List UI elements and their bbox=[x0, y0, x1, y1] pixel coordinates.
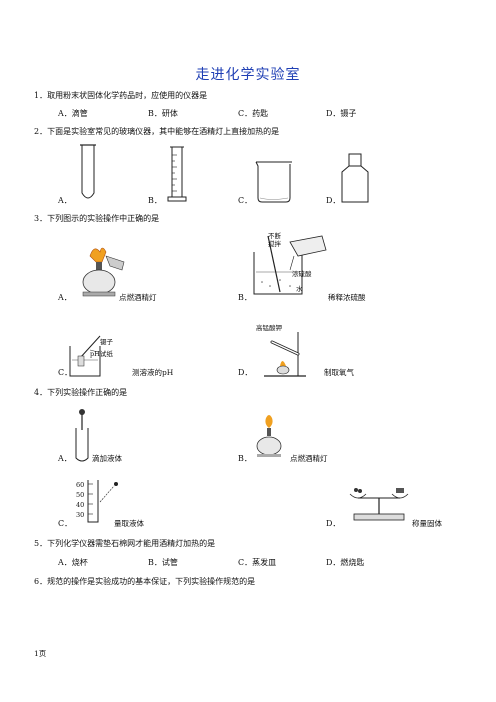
page-number: 1页 bbox=[34, 649, 47, 658]
alcohol-lamp-icon bbox=[256, 415, 282, 457]
q3-b-label-stir-2: 搅拌 bbox=[268, 240, 281, 248]
q3-c-label-ph-paper: pH试纸 bbox=[90, 350, 113, 358]
q5-option-a: A．烧杯 bbox=[58, 558, 88, 567]
q1-option-d: D．镊子 bbox=[326, 109, 357, 118]
question-3-stem: 3．下列图示的实验操作中正确的是 bbox=[34, 214, 160, 223]
q3-d-caption: 制取氧气 bbox=[324, 368, 354, 377]
q3-d-label-kmno4: 高锰酸钾 bbox=[256, 324, 282, 332]
q4-d-caption: 称量固体 bbox=[412, 519, 442, 528]
question-2-stem: 2．下面是实验室常见的玻璃仪器，其中能够在酒精灯上直接加热的是 bbox=[34, 127, 280, 136]
q4-option-c: C． bbox=[58, 519, 73, 528]
ph-test-icon bbox=[69, 335, 101, 377]
question-6-stem: 6．规范的操作是实验成功的基本保证，下列实验操作规范的是 bbox=[34, 577, 256, 586]
q5-option-b: B．试管 bbox=[148, 558, 178, 567]
beaker-icon bbox=[255, 161, 292, 203]
q3-b-caption: 稀释浓硫酸 bbox=[328, 293, 366, 302]
page-title: 走进化学实验室 bbox=[195, 67, 301, 83]
q3-option-b: B． bbox=[238, 293, 252, 302]
q5-option-c: C．蒸发皿 bbox=[238, 558, 277, 567]
q5-option-d: D．燃烧匙 bbox=[326, 558, 365, 567]
q2-option-a: A． bbox=[58, 196, 72, 205]
q4-c-caption: 量取液体 bbox=[114, 519, 144, 528]
q2-option-d: D． bbox=[326, 196, 341, 205]
question-4-stem: 4．下列实验操作正确的是 bbox=[34, 388, 128, 397]
q3-c-label-tweezers: 镊子 bbox=[100, 338, 113, 346]
q1-option-a: A．滴管 bbox=[58, 109, 88, 118]
reagent-bottle-icon bbox=[341, 153, 369, 203]
q2-option-c: C． bbox=[238, 196, 253, 205]
graduated-cylinder-icon bbox=[167, 146, 187, 202]
q4-option-b: B． bbox=[238, 454, 252, 463]
q1-option-c: C．药匙 bbox=[238, 109, 269, 118]
q4-a-caption: 滴加液体 bbox=[92, 454, 122, 463]
q2-option-b: B． bbox=[148, 196, 162, 205]
q3-option-a: A． bbox=[58, 293, 72, 302]
q3-option-d: D． bbox=[238, 368, 253, 377]
q4-option-a: A． bbox=[58, 454, 72, 463]
q4-c-tick-30: 30 bbox=[76, 511, 85, 519]
q1-option-b: B．研体 bbox=[148, 109, 178, 118]
balance-scale-icon bbox=[349, 488, 409, 521]
q3-b-label-stir-1: 不断 bbox=[268, 232, 281, 240]
test-tube-icon bbox=[80, 144, 96, 199]
alcohol-lamp-lighting-icon bbox=[82, 247, 125, 297]
q3-b-label-acid: 浓硫酸 bbox=[292, 270, 312, 278]
question-5-stem: 5．下列化学仪器需垫石棉网才能用酒精灯加热的是 bbox=[34, 539, 216, 548]
q3-b-label-water: 水 bbox=[296, 285, 303, 293]
dilute-sulfuric-acid-icon bbox=[253, 235, 327, 295]
q3-a-caption: 点燃酒精灯 bbox=[119, 293, 157, 302]
oxygen-preparation-icon bbox=[264, 332, 306, 377]
q4-b-caption: 点燃酒精灯 bbox=[290, 454, 328, 463]
question-1-stem: 1．取用粉末状固体化学药品时，应使用的仪器是 bbox=[34, 91, 208, 100]
q3-option-c: C． bbox=[58, 368, 73, 377]
q4-c-tick-50: 50 bbox=[76, 491, 85, 499]
q4-c-tick-40: 40 bbox=[76, 501, 85, 509]
q3-c-caption: 测溶液的pH bbox=[132, 368, 174, 377]
dropper-test-tube-icon bbox=[75, 409, 89, 462]
q4-option-d: D． bbox=[326, 519, 341, 528]
measuring-cylinder-reading-icon bbox=[87, 480, 118, 523]
q4-c-tick-60: 60 bbox=[76, 481, 85, 489]
